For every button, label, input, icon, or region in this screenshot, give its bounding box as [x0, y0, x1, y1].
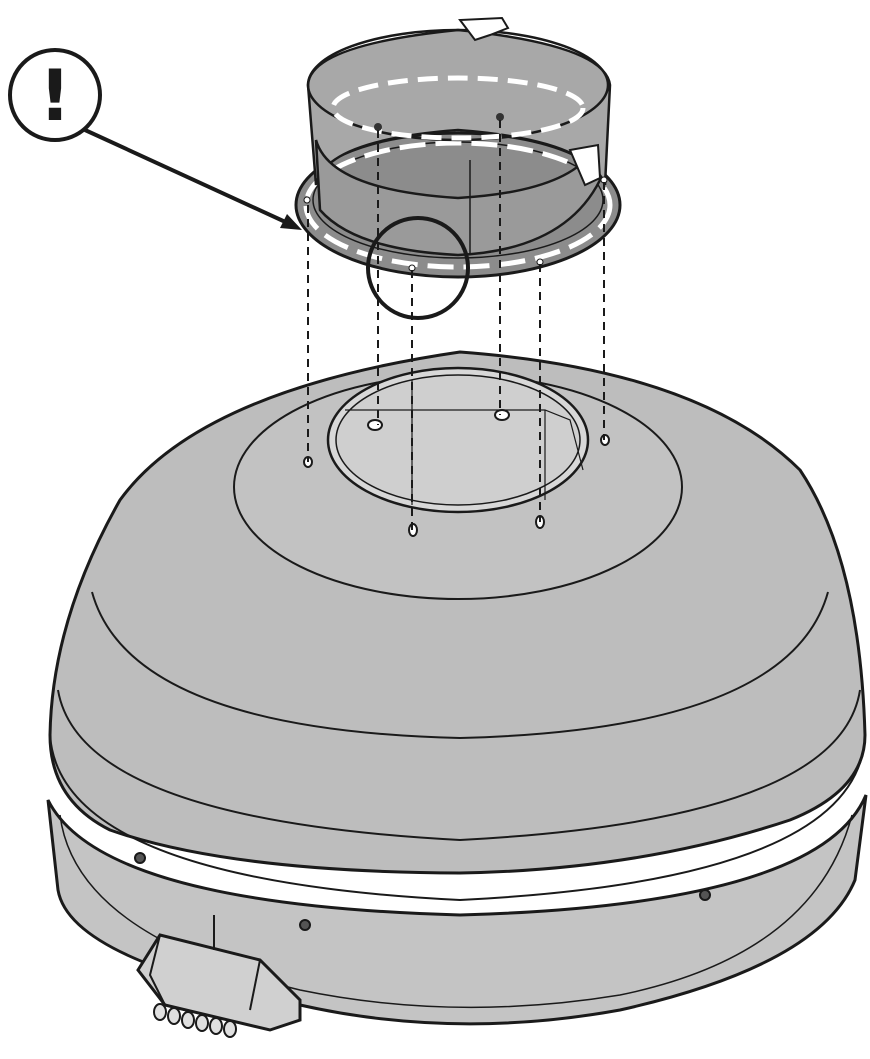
callout-arrow: [84, 128, 302, 230]
warning-icon-mark: !: [39, 55, 71, 137]
alignment-lines: [307, 120, 605, 530]
mount-hole: [367, 419, 383, 431]
hood-seam-upper: [91, 591, 829, 740]
collar-inner-slots: [330, 75, 586, 141]
collar-notch-right: [568, 143, 602, 187]
collar-slots: [303, 140, 613, 270]
hood-body: [46, 350, 868, 1038]
collar-notch-top: [458, 16, 510, 42]
hood-lower-skirt-inner: [59, 814, 853, 1009]
warning-icon: !: [8, 48, 102, 142]
flange-hole: [303, 196, 311, 204]
rim-screw: [134, 852, 146, 864]
collar-screw: [496, 113, 504, 121]
rim-screw: [699, 889, 711, 901]
collar-screw: [374, 123, 382, 131]
magnifier-circle: [366, 216, 470, 320]
collar-front-wall: [314, 139, 602, 257]
rim-screw: [299, 919, 311, 931]
hood-rim-band: [49, 734, 866, 902]
hood-opening-inner: [335, 374, 581, 506]
control-panel: [136, 915, 302, 1038]
hood-rim-band-2: [57, 689, 861, 842]
mount-hole: [494, 409, 510, 421]
control-buttons: [153, 1003, 237, 1038]
